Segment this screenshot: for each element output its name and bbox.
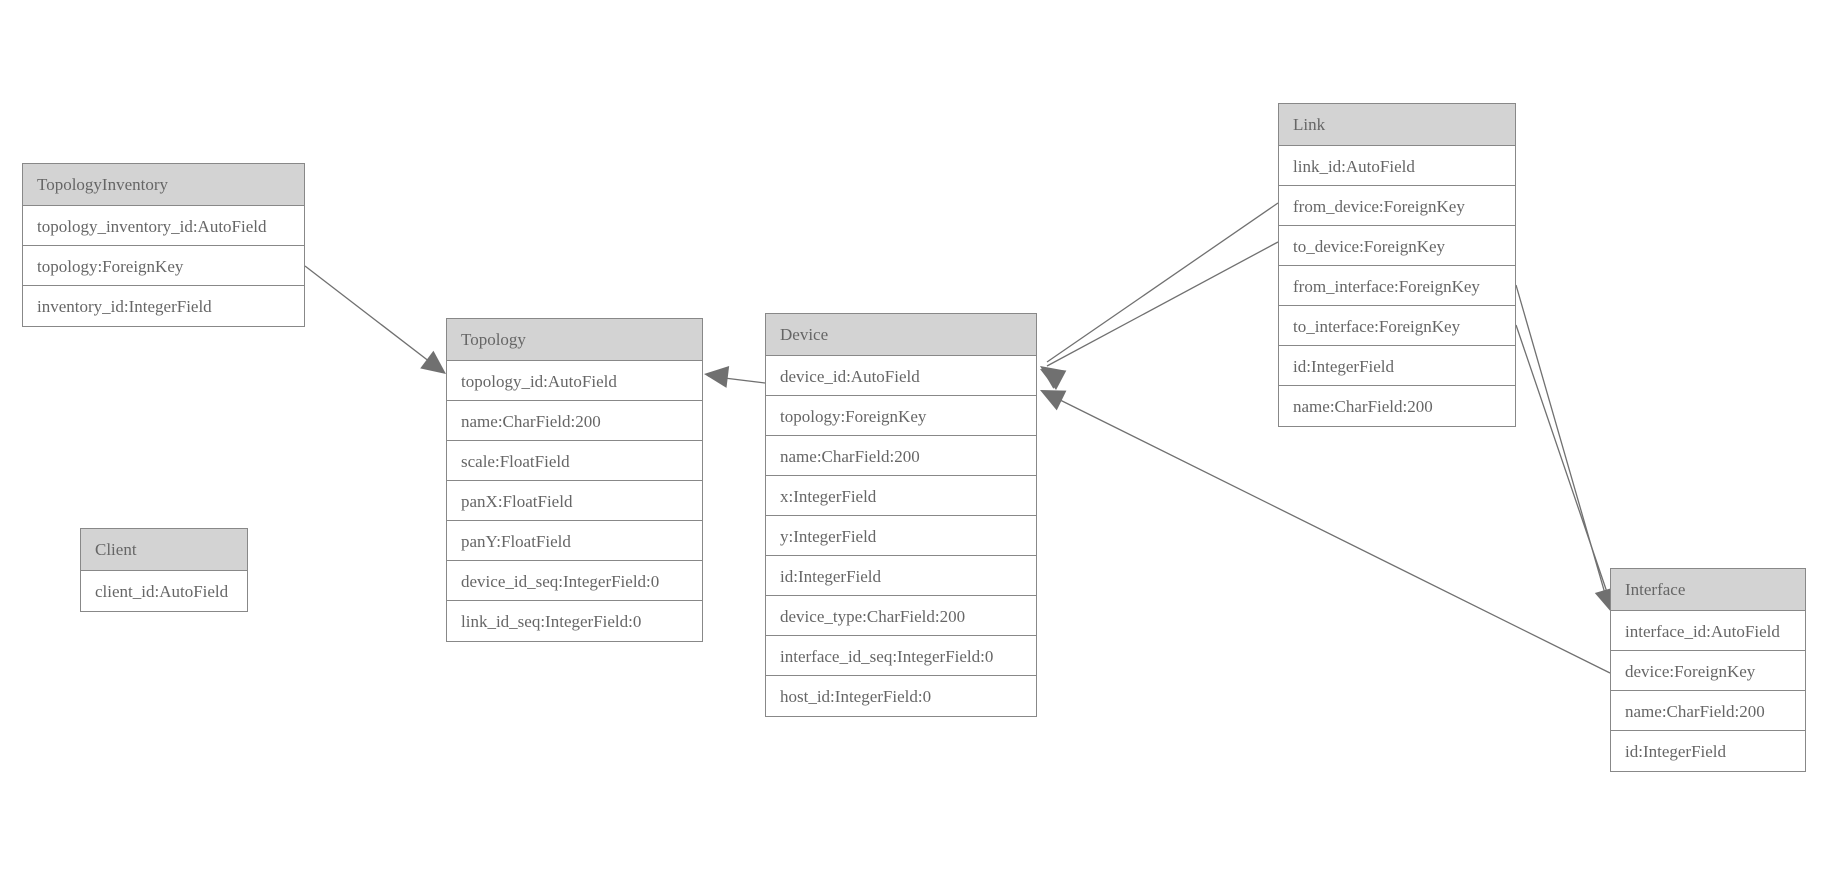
entity-field[interactable]: to_interface:ForeignKey — [1279, 306, 1515, 346]
relationship-edge — [1040, 241, 1279, 390]
entity-field[interactable]: y:IntegerField — [766, 516, 1036, 556]
relationship-edge — [304, 265, 446, 374]
relationship-line — [1515, 324, 1612, 605]
relationship-line — [707, 375, 766, 384]
entity-field[interactable]: id:IntegerField — [766, 556, 1036, 596]
entity-field[interactable]: panY:FloatField — [447, 521, 702, 561]
entity-field[interactable]: interface_id:AutoField — [1611, 611, 1805, 651]
entity-field[interactable]: scale:FloatField — [447, 441, 702, 481]
entity-field[interactable]: client_id:AutoField — [81, 571, 247, 611]
relationship-arrowhead — [1040, 366, 1066, 389]
entity-field[interactable]: topology:ForeignKey — [23, 246, 304, 286]
relationship-line — [1046, 202, 1279, 363]
entity-field[interactable]: x:IntegerField — [766, 476, 1036, 516]
relationship-edge — [1515, 284, 1616, 613]
entity-title-interface: Interface — [1611, 569, 1805, 611]
entity-title-link: Link — [1279, 104, 1515, 146]
relationship-line — [1046, 241, 1279, 367]
entity-fields-client: client_id:AutoField — [81, 571, 247, 611]
entity-field[interactable]: id:IntegerField — [1611, 731, 1805, 771]
entity-field[interactable]: device_id_seq:IntegerField:0 — [447, 561, 702, 601]
entity-field[interactable]: topology:ForeignKey — [766, 396, 1036, 436]
entity-title-client: Client — [81, 529, 247, 571]
entity-field[interactable]: topology_id:AutoField — [447, 361, 702, 401]
entity-field[interactable]: device:ForeignKey — [1611, 651, 1805, 691]
relationship-edge — [704, 366, 766, 388]
entity-field[interactable]: name:CharField:200 — [447, 401, 702, 441]
entity-title-topology: Topology — [447, 319, 702, 361]
entity-field[interactable]: link_id_seq:IntegerField:0 — [447, 601, 702, 641]
entity-field[interactable]: host_id:IntegerField:0 — [766, 676, 1036, 716]
entity-field[interactable]: from_device:ForeignKey — [1279, 186, 1515, 226]
relationship-edge — [1040, 202, 1279, 389]
entity-field[interactable]: from_interface:ForeignKey — [1279, 266, 1515, 306]
entity-field[interactable]: inventory_id:IntegerField — [23, 286, 304, 326]
relationship-line — [1047, 393, 1611, 674]
entity-field[interactable]: panX:FloatField — [447, 481, 702, 521]
relationship-arrowhead — [1040, 369, 1067, 390]
entity-title-topologyinventory: TopologyInventory — [23, 164, 304, 206]
relationship-arrowhead — [1040, 390, 1067, 411]
relationship-line — [1515, 284, 1609, 605]
entity-field[interactable]: name:CharField:200 — [766, 436, 1036, 476]
entity-field[interactable]: name:CharField:200 — [1279, 386, 1515, 426]
entity-field[interactable]: link_id:AutoField — [1279, 146, 1515, 186]
entity-field[interactable]: name:CharField:200 — [1611, 691, 1805, 731]
entity-title-device: Device — [766, 314, 1036, 356]
entity-field[interactable]: to_device:ForeignKey — [1279, 226, 1515, 266]
entity-field[interactable]: topology_inventory_id:AutoField — [23, 206, 304, 246]
entity-field[interactable]: interface_id_seq:IntegerField:0 — [766, 636, 1036, 676]
entity-field[interactable]: id:IntegerField — [1279, 346, 1515, 386]
relationship-edge — [1515, 324, 1617, 613]
entity-field[interactable]: device_type:CharField:200 — [766, 596, 1036, 636]
relationship-line — [304, 265, 444, 373]
entity-field[interactable]: device_id:AutoField — [766, 356, 1036, 396]
relationship-arrowhead — [704, 366, 730, 388]
